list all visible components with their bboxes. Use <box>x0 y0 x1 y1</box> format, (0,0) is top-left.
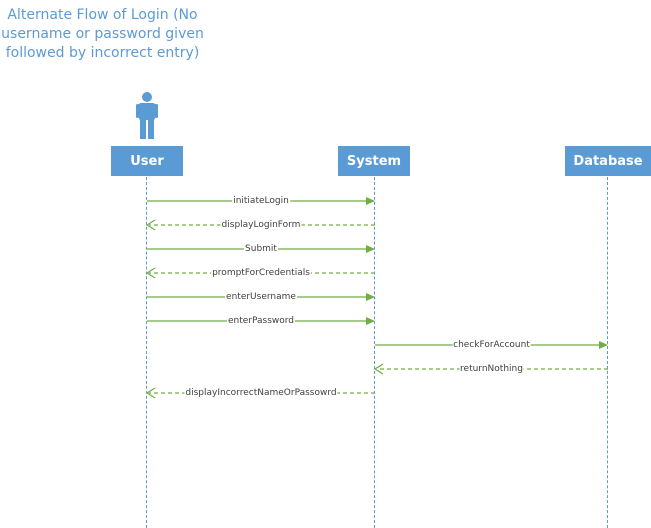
message-label: enterPassword <box>226 316 296 326</box>
lifeline-database <box>607 177 608 528</box>
arrowhead-filled-icon <box>599 341 608 349</box>
title-line-3: followed by incorrect entry) <box>5 45 200 61</box>
arrowhead-filled-icon <box>366 317 375 325</box>
message-label: displayLoginForm <box>220 220 302 230</box>
message-label: returnNothing <box>459 364 524 374</box>
participant-system-label: System <box>346 153 402 169</box>
title-line-2: username or password given <box>1 26 204 42</box>
message-label: initiateLogin <box>232 196 290 206</box>
arrowhead-open-icon <box>373 363 384 375</box>
participant-user-label: User <box>130 153 164 169</box>
user-actor-icon <box>136 92 158 139</box>
arrowhead-open-icon <box>145 267 156 279</box>
lifeline-user <box>146 177 147 528</box>
title-line-1: Alternate Flow of Login (No <box>7 7 198 23</box>
arrowhead-open-icon <box>145 387 156 399</box>
message-label: checkForAccount <box>452 340 531 350</box>
participant-database-label: Database <box>573 153 643 169</box>
message-label: enterUsername <box>225 292 297 302</box>
arrowhead-filled-icon <box>366 245 375 253</box>
message-label: Submit <box>244 244 278 254</box>
lifeline-system <box>374 177 375 528</box>
participant-user: User <box>111 146 183 176</box>
diagram-title: Alternate Flow of Login (No username or … <box>0 6 205 63</box>
message-label: displayIncorrectNameOrPassowrd <box>184 388 338 398</box>
participant-system: System <box>338 146 410 176</box>
participant-database: Database <box>565 146 651 176</box>
arrowhead-filled-icon <box>366 293 375 301</box>
arrowhead-open-icon <box>145 219 156 231</box>
arrowhead-filled-icon <box>366 197 375 205</box>
message-label: promptForCredentials <box>211 268 311 278</box>
